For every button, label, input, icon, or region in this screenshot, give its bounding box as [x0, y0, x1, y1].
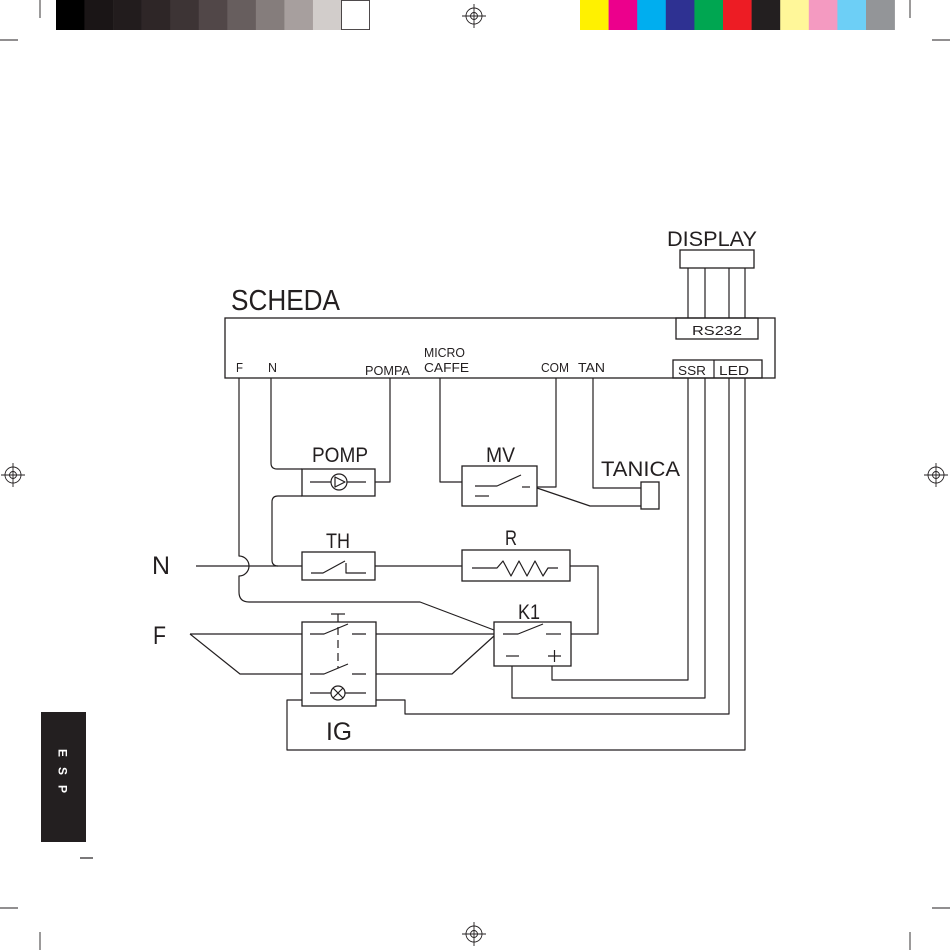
process-swatch-11 — [866, 0, 895, 30]
process-color-bar — [580, 0, 895, 30]
terminal-led-label: LED — [719, 363, 749, 378]
tank-label: TANICA — [601, 458, 680, 481]
mains-neutral-label: N — [152, 552, 170, 580]
gray-swatch-4 — [142, 0, 171, 30]
process-swatch-1 — [580, 0, 609, 30]
terminal-n-label: N — [268, 360, 277, 375]
gray-swatch-11 — [342, 1, 370, 30]
terminal-caffe-label: CAFFE — [424, 360, 469, 375]
process-swatch-7 — [752, 0, 781, 30]
gray-swatch-1 — [56, 0, 85, 30]
terminal-pompa-label: POMPA — [365, 363, 410, 378]
gray-swatch-6 — [199, 0, 228, 30]
terminal-ssr-label: SSR — [678, 363, 706, 378]
rs232-label: RS232 — [692, 323, 742, 338]
gray-swatch-5 — [170, 0, 199, 30]
terminal-micro-label: MICRO — [424, 345, 465, 360]
process-swatch-8 — [780, 0, 809, 30]
relay-label: K1 — [518, 601, 540, 624]
display-label: DISPLAY — [667, 228, 757, 251]
gray-swatch-10 — [313, 0, 342, 30]
gray-swatch-9 — [284, 0, 313, 30]
valve-label: MV — [486, 444, 515, 467]
terminal-f-label: F — [236, 360, 243, 375]
process-swatch-6 — [723, 0, 752, 30]
language-tab-label: ESP — [56, 749, 70, 803]
gray-swatch-3 — [113, 0, 142, 30]
main-switch-label: IG — [326, 718, 352, 746]
board-label: SCHEDA — [231, 285, 341, 317]
process-swatch-2 — [609, 0, 638, 30]
gray-swatch-2 — [85, 0, 114, 30]
gray-swatch-8 — [256, 0, 285, 30]
pump-label: POMP — [312, 444, 368, 467]
process-swatch-10 — [837, 0, 866, 30]
thermostat-label: TH — [326, 530, 350, 553]
grayscale-color-bar — [56, 0, 370, 30]
process-swatch-5 — [694, 0, 723, 30]
gray-swatch-7 — [227, 0, 256, 30]
process-swatch-9 — [809, 0, 838, 30]
process-swatch-3 — [637, 0, 666, 30]
resistor-label: R — [505, 527, 517, 550]
mains-phase-label: F — [153, 622, 166, 650]
terminal-tan-label: TAN — [578, 360, 605, 375]
terminal-com-label: COM — [541, 360, 569, 375]
process-swatch-4 — [666, 0, 695, 30]
